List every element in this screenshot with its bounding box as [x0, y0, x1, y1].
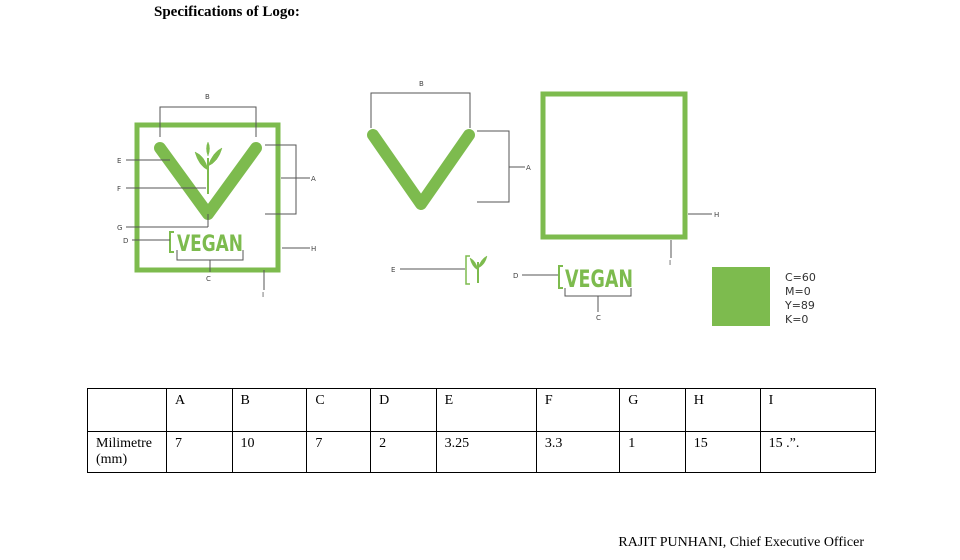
label-g: G — [117, 224, 122, 232]
table-header-cell: A — [166, 388, 233, 432]
table-header-cell: F — [535, 388, 621, 432]
logo-specification-diagram: VEGAN B A E F G D H C I — [117, 80, 816, 326]
table-cell: 15 — [684, 431, 761, 473]
label-a-detail: A — [526, 164, 531, 172]
cmyk-y: Y=89 — [784, 299, 815, 312]
cmyk-k: K=0 — [785, 313, 808, 326]
color-spec-group: C=60 M=0 Y=89 K=0 — [712, 267, 816, 326]
sprout-detail-icon — [469, 255, 488, 283]
table-row: Milimetre (mm) 7 10 7 2 3.25 3.3 1 15 15… — [87, 431, 877, 473]
dimension-table: A B C D E F G H I Milimetre (mm) 7 10 7 … — [87, 388, 877, 473]
table-cell: 15 .”. — [759, 431, 877, 473]
table-cell: 1 — [619, 431, 686, 473]
table-header-cell: B — [231, 388, 308, 432]
label-i: I — [262, 291, 264, 299]
sprout-detail-group: E — [391, 255, 488, 285]
v-detail-group: B A — [367, 80, 531, 210]
frame-detail — [540, 91, 688, 240]
label-d: D — [123, 237, 128, 245]
cmyk-m: M=0 — [785, 285, 811, 298]
table-cell: 3.25 — [435, 431, 537, 473]
label-b-detail: B — [419, 80, 424, 88]
vegan-wordmark-detail: VEGAN — [565, 265, 633, 293]
table-cell: 7 — [306, 431, 372, 473]
v-shape-detail — [367, 129, 475, 210]
page-heading: Specifications of Logo: — [154, 4, 300, 20]
table-cell: 10 — [231, 431, 308, 473]
table-header-cell: I — [759, 388, 877, 432]
label-f: F — [117, 185, 121, 193]
table-header-cell — [87, 388, 167, 432]
label-b: B — [205, 93, 210, 101]
table-header-row: A B C D E F G H I — [87, 388, 877, 432]
label-d-detail: D — [513, 272, 518, 280]
sprout-icon — [194, 141, 223, 194]
table-header-cell: E — [435, 388, 537, 432]
wordmark-bracket — [169, 231, 174, 253]
frame-detail-group: H I — [540, 91, 719, 267]
label-h-detail: H — [714, 211, 719, 219]
dimension-lines — [126, 106, 310, 290]
table-cell: 3.3 — [535, 431, 621, 473]
full-logo-group: VEGAN B A E F G D H C I — [117, 93, 316, 299]
wordmark-detail-group: VEGAN D C — [513, 265, 633, 322]
label-e: E — [117, 157, 121, 165]
table-header-cell: D — [370, 388, 437, 432]
vegan-wordmark: VEGAN — [177, 232, 243, 257]
table-header-cell: C — [306, 388, 372, 432]
row-label-line2: (mm) — [96, 452, 128, 467]
table-cell: 2 — [370, 431, 437, 473]
label-i-detail: I — [669, 259, 671, 267]
label-c: C — [206, 275, 211, 283]
label-c-detail: C — [596, 314, 601, 322]
table-header-cell: H — [684, 388, 761, 432]
label-e-detail: E — [391, 266, 395, 274]
row-label-cell: Milimetre (mm) — [87, 431, 167, 473]
label-h: H — [311, 245, 316, 253]
table-header-cell: G — [619, 388, 686, 432]
signature-line: RAJIT PUNHANI, Chief Executive Officer — [618, 535, 864, 550]
logo-frame — [134, 122, 281, 273]
table-cell: 7 — [166, 431, 233, 473]
cmyk-c: C=60 — [785, 271, 816, 284]
row-label-line1: Milimetre — [96, 436, 152, 451]
color-swatch — [712, 267, 770, 326]
label-a: A — [311, 175, 316, 183]
